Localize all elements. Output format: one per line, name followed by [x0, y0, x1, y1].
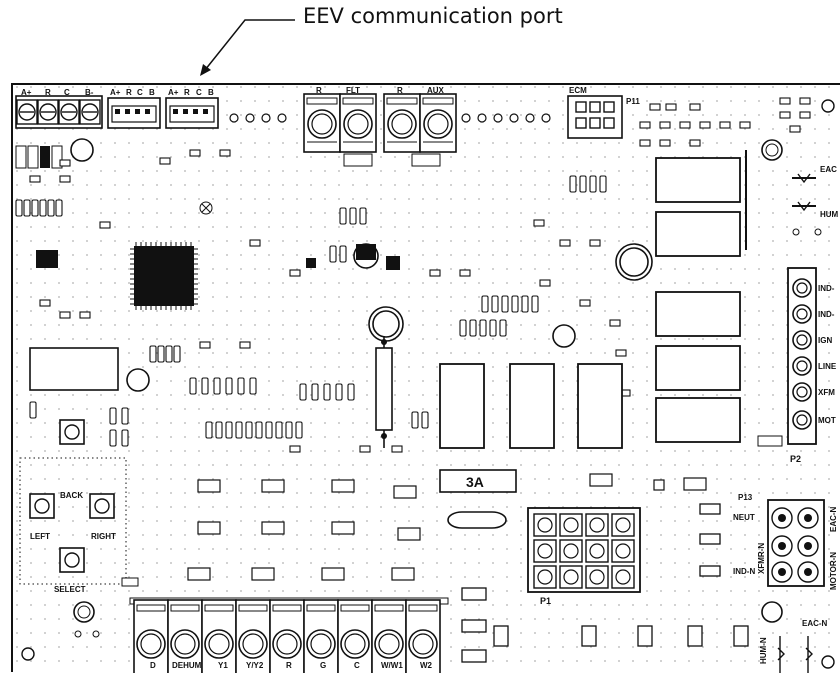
back-button — [59, 419, 85, 445]
relay-terminal-block: R FLT R AUX — [303, 86, 457, 167]
p13-connector: P13 NEUT XFMR-N IND-N EAC-N MOTOR-N — [733, 493, 838, 590]
ecm-label: ECM — [569, 86, 587, 95]
header-1-label: A+ — [110, 88, 121, 97]
fuse: 3A — [439, 469, 517, 529]
header-1-label: R — [126, 88, 132, 97]
p1-connector: P1 — [527, 507, 641, 606]
bottom-right-components: EAC-N HUM-N — [21, 503, 835, 673]
bottom-terminal-label: W2 — [420, 661, 433, 670]
p13-pin-label: XFMR-N — [757, 543, 766, 574]
header-2-label: C — [196, 88, 202, 97]
left-button — [29, 493, 55, 519]
header-2-label: R — [184, 88, 190, 97]
left-components — [15, 145, 181, 447]
eev-leader-line — [200, 19, 295, 76]
top-left-terminal-label: C — [64, 88, 70, 97]
bottom-terminal-block: D DEHUM Y1 Y/Y2 R G C W/W1 W2 — [129, 597, 449, 673]
p13-pin-label: EAC-N — [829, 506, 838, 532]
select-label: SELECT — [54, 585, 86, 594]
p13-pin-label: MOTOR-N — [829, 552, 838, 590]
ecm-connector: ECM P11 — [567, 86, 640, 139]
power-resistor — [375, 336, 393, 448]
upper-right-components — [639, 97, 835, 161]
bottom-terminal-label: Y1 — [218, 661, 228, 670]
p2-label: P2 — [790, 454, 801, 464]
top-left-terminal-label: A+ — [21, 88, 32, 97]
p2-pin-label: MOT — [818, 416, 836, 425]
header-1-label: B — [149, 88, 155, 97]
p11-label: P11 — [626, 97, 640, 106]
p13-pin-label: NEUT — [733, 513, 755, 522]
eac-hum-connectors: EAC HUM — [792, 165, 839, 236]
eac-n-label: EAC-N — [802, 619, 828, 628]
eev-communication-header-1: A+ R C B — [107, 88, 161, 129]
eev-communication-header-2: A+ R C B — [165, 88, 219, 129]
smd-pad-groups — [187, 473, 707, 581]
board-outline — [11, 83, 840, 672]
hum-n-label: HUM-N — [759, 637, 768, 664]
bottom-terminal-label: DEHUM — [172, 661, 202, 670]
eac-label: EAC — [820, 165, 837, 174]
small-ic — [36, 250, 58, 268]
p1-label: P1 — [540, 596, 551, 606]
bottom-terminal-label: G — [320, 661, 326, 670]
header-1-label: C — [137, 88, 143, 97]
bottom-terminal-label: Y/Y2 — [246, 661, 264, 670]
bottom-terminal-label: C — [354, 661, 360, 670]
relay-terminal-label: R — [397, 86, 403, 95]
header-2-label: B — [208, 88, 214, 97]
top-left-terminal-label: B- — [85, 88, 94, 97]
microcontroller-chip — [130, 242, 198, 310]
top-left-terminal-label: R — [45, 88, 51, 97]
p2-pin-label: XFM — [818, 388, 835, 397]
p2-pin-label: IGN — [818, 336, 832, 345]
bottom-terminal-label: W/W1 — [381, 661, 403, 670]
mid-board-components — [29, 149, 631, 453]
bottom-terminal-label: R — [286, 661, 292, 670]
bottom-terminal-label: D — [150, 661, 156, 670]
relay-bank-middle — [439, 363, 623, 449]
top-left-screw-terminal: A+ R C B- — [15, 88, 103, 129]
p2-pin-label: IND- — [818, 310, 835, 319]
navigation-buttons: BACK LEFT RIGHT SELECT — [19, 419, 139, 638]
header-2-label: A+ — [168, 88, 179, 97]
relay-bank-right — [655, 150, 747, 443]
p2-pin-label: IND- — [818, 284, 835, 293]
relay-terminal-label: R — [316, 86, 322, 95]
p13-pin-label: IND-N — [733, 567, 755, 576]
eev-callout-label: EEV communication port — [303, 4, 563, 28]
relay-terminal-label: AUX — [427, 86, 445, 95]
back-label: BACK — [60, 491, 83, 500]
p2-connector: IND- IND- IGN LINE XFM MOT P2 — [757, 267, 837, 464]
right-label: RIGHT — [91, 532, 116, 541]
p2-pin-label: LINE — [818, 362, 837, 371]
select-button — [59, 547, 85, 573]
relay-terminal-label: FLT — [346, 86, 360, 95]
right-button — [89, 493, 115, 519]
p13-label: P13 — [738, 493, 753, 502]
test-point-row — [229, 113, 551, 123]
left-label: LEFT — [30, 532, 50, 541]
hum-label: HUM — [820, 210, 839, 219]
fuse-label: 3A — [466, 474, 484, 490]
